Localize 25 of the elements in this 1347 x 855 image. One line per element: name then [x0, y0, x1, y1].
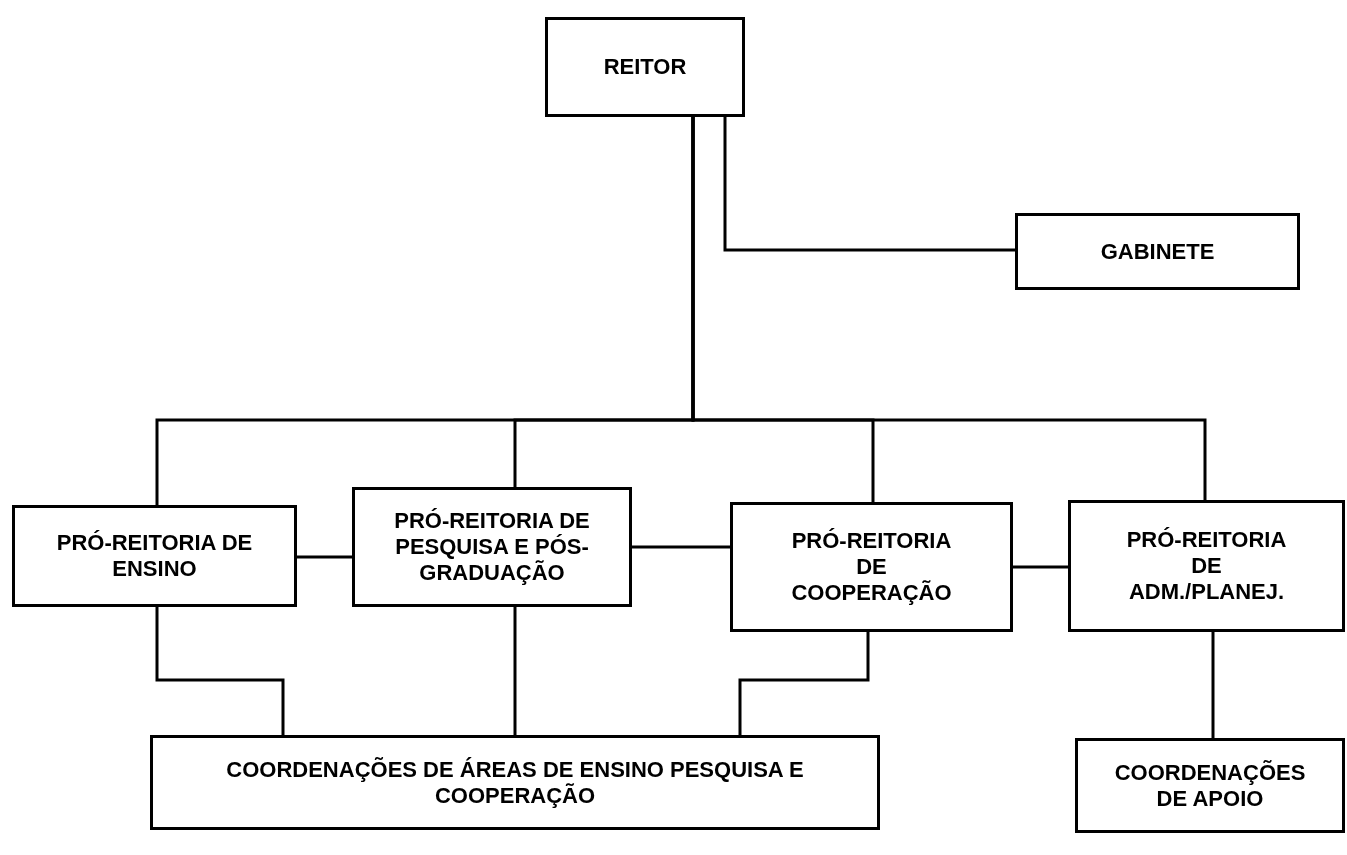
connector-line: [738, 632, 870, 735]
org-box: [730, 502, 1013, 632]
org-box: [352, 487, 632, 607]
connector-line: [691, 117, 1207, 500]
connector-line: [723, 117, 1015, 252]
unit-label: PRÓ-REITORIA DE ADM./PLANEJ.: [1125, 527, 1288, 605]
org-box: [545, 17, 745, 117]
org-box: [12, 505, 297, 607]
unit-label: PRÓ-REITORIA DE COOPERAÇÃO: [790, 528, 953, 606]
unit-label: COORDENAÇÕES DE ÁREAS DE ENSINO PESQUISA E COOPERAÇÃO: [225, 756, 805, 809]
unit-label: PRÓ-REITORIA DE ENSINO: [55, 530, 254, 582]
unit-label: PRÓ-REITORIA DE PESQUISA E PÓS-GRADUAÇÃO: [393, 508, 591, 586]
unit-label: REITOR: [603, 54, 687, 80]
connector-line: [155, 607, 285, 735]
org-box: [1068, 500, 1345, 632]
unit-label: GABINETE: [1100, 238, 1215, 265]
connector-line: [1013, 565, 1068, 569]
connector-line: [513, 607, 517, 735]
connector-line: [297, 555, 352, 559]
org-box: [150, 735, 880, 830]
org-box: [1075, 738, 1345, 833]
unit-label: COORDENAÇÕES DE APOIO: [1113, 759, 1307, 812]
org-box: [1015, 213, 1300, 290]
connector-line: [632, 545, 730, 549]
connector-line: [1211, 632, 1215, 738]
